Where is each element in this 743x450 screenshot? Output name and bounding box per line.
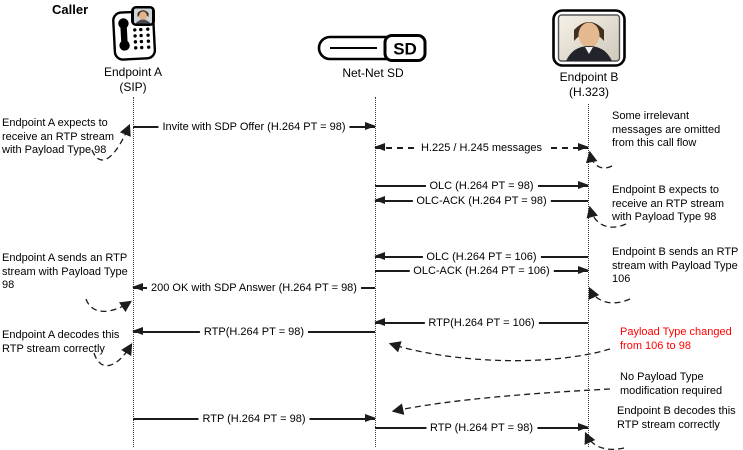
note-endpoint-b-expects: Endpoint B expects to receive an RTP str… <box>612 184 725 223</box>
curve-arrow-no-modification <box>391 388 611 415</box>
message-label: RTP (H.264 PT = 98) <box>198 413 310 425</box>
message-label: RTP(H.264 PT = 106) <box>424 317 539 329</box>
arrow-left-icon <box>374 142 385 151</box>
curve-arrow-a-sends <box>85 298 132 313</box>
note-irrelevant-messages: Some irrelevant messages are omitted fro… <box>612 110 721 149</box>
note-endpoint-b-sends: Endpoint B sends an RTP stream with Payl… <box>612 246 739 285</box>
message-label: Invite with SDP Offer (H.264 PT = 98) <box>158 121 350 133</box>
endpoint-a-name: Endpoint A <box>103 65 163 79</box>
arrow-right-icon <box>578 422 589 431</box>
lifeline-endpoint-a <box>133 97 134 447</box>
curve-arrow-payload-changed <box>388 341 611 362</box>
lifeline-endpoint-b <box>588 104 589 447</box>
endpoint-a-protocol: (SIP) <box>119 80 147 94</box>
net-net-sd-name: Net-Net SD <box>342 66 404 80</box>
arrow-right-icon <box>365 121 376 130</box>
message-label: 200 OK with SDP Answer (H.264 PT = 98) <box>147 282 361 294</box>
arrow-right-icon <box>578 265 589 274</box>
note-endpoint-a-decodes: Endpoint A decodes this RTP stream corre… <box>2 329 120 355</box>
message-label: OLC-ACK (H.264 PT = 106) <box>409 265 554 277</box>
arrow-left-icon <box>132 282 143 291</box>
arrow-left-icon <box>374 317 385 326</box>
sd-device-icon: SD <box>317 34 429 64</box>
endpoint-b-name: Endpoint B <box>559 70 619 84</box>
note-payload-type-changed: Payload Type changed from 106 to 98 <box>620 326 732 352</box>
actor-net-net-sd-label: Net-Net SD <box>323 66 423 81</box>
actor-endpoint-b-label: Endpoint B (H.323) <box>541 70 637 100</box>
sd-badge-text: SD <box>393 40 417 59</box>
arrow-right-icon <box>578 180 589 189</box>
person-photo-icon <box>552 9 626 68</box>
note-endpoint-a-sends: Endpoint A sends an RTP stream with Payl… <box>2 252 128 291</box>
message-label: OLC (H.264 PT = 106) <box>422 251 541 263</box>
message-label: RTP (H.264 PT = 98) <box>425 422 538 434</box>
endpoint-b-protocol: (H.323) <box>568 85 609 99</box>
arrow-right-icon <box>365 413 376 422</box>
actor-endpoint-a-label: Endpoint A (SIP) <box>83 65 183 95</box>
arrow-left-icon <box>374 251 385 260</box>
sip-phone-icon <box>104 5 162 63</box>
note-no-payload-modification: No Payload Type modification required <box>620 371 723 397</box>
arrow-left-icon <box>132 326 143 335</box>
curve-arrow-b-sends <box>588 286 631 304</box>
curve-arrow-omitted <box>585 150 613 169</box>
message-label: H.225 / H.245 messages <box>416 142 547 154</box>
message-label: RTP(H.264 PT = 98) <box>199 326 309 338</box>
arrow-right-icon <box>578 142 589 151</box>
note-endpoint-b-decodes: Endpoint B decodes this RTP stream corre… <box>617 405 736 431</box>
message-label: OLC-ACK (H.264 PT = 98) <box>412 195 551 207</box>
note-endpoint-a-expects: Endpoint A expects to receive an RTP str… <box>2 117 115 156</box>
caller-label: Caller <box>52 2 89 17</box>
curve-arrow-b-decodes <box>584 431 625 450</box>
message-label: OLC (H.264 PT = 98) <box>425 180 538 192</box>
arrow-left-icon <box>374 195 385 204</box>
lifeline-net-net-sd <box>375 97 376 447</box>
